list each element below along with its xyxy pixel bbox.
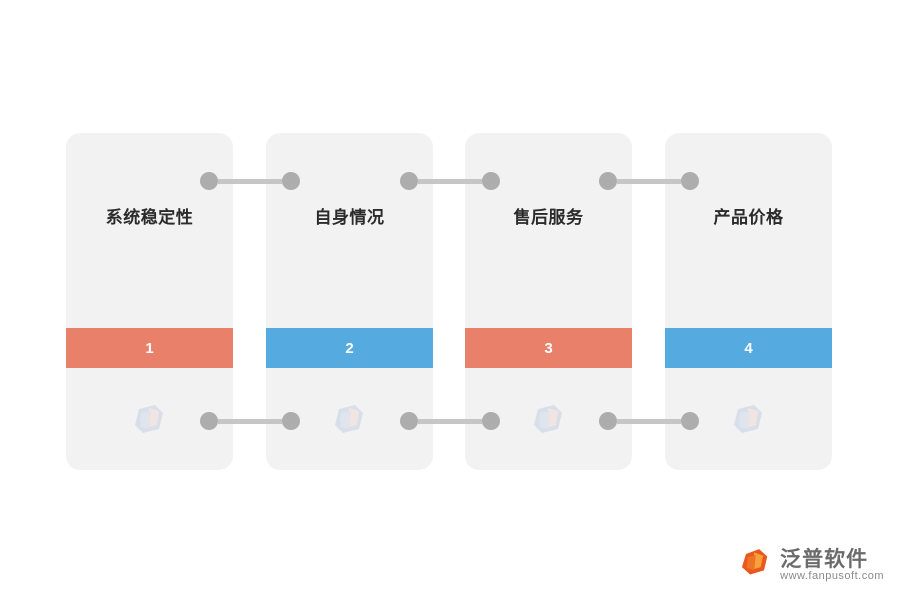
fanpu-logo-icon	[737, 545, 773, 586]
connector-top-3-4	[599, 171, 699, 191]
connector-bar	[418, 418, 482, 424]
connector-top-1-2	[200, 171, 300, 191]
connector-dot	[282, 412, 300, 430]
watermark-brand-cn: 泛普软件	[780, 547, 869, 571]
connector-dot	[482, 412, 500, 430]
step-number-band: 1	[66, 328, 233, 368]
step-number: 2	[345, 339, 354, 357]
fanpu-logo-icon	[329, 399, 371, 441]
fanpu-logo-icon	[528, 399, 570, 441]
step-number: 3	[544, 339, 553, 357]
step-title: 产品价格	[713, 208, 784, 227]
connector-bar	[418, 178, 482, 184]
connector-bar	[617, 178, 681, 184]
connector-dot	[599, 412, 617, 430]
connector-bar	[617, 418, 681, 424]
connector-dot	[200, 172, 218, 190]
watermark-brand-en: www.fanpusoft.com	[780, 569, 884, 582]
connector-bottom-3-4	[599, 411, 699, 431]
connector-dot	[681, 172, 699, 190]
connector-dot	[200, 412, 218, 430]
connector-bottom-2-3	[400, 411, 500, 431]
connector-bar	[218, 418, 282, 424]
step-number-band: 4	[665, 328, 832, 368]
step-number: 1	[145, 339, 154, 357]
step-title: 自身情况	[314, 208, 385, 227]
connector-dot	[400, 412, 418, 430]
step-number-band: 2	[266, 328, 433, 368]
step-title: 系统稳定性	[105, 208, 194, 227]
step-number: 4	[744, 339, 753, 357]
fanpu-logo-icon	[129, 399, 171, 441]
watermark: 泛普软件 www.fanpusoft.com	[737, 545, 884, 586]
connector-dot	[482, 172, 500, 190]
watermark-text: 泛普软件 www.fanpusoft.com	[780, 547, 884, 583]
connector-dot	[282, 172, 300, 190]
connector-dot	[681, 412, 699, 430]
connector-dot	[599, 172, 617, 190]
connector-bottom-1-2	[200, 411, 300, 431]
fanpu-logo-icon	[728, 399, 770, 441]
connector-dot	[400, 172, 418, 190]
step-title: 售后服务	[513, 208, 584, 227]
connector-top-2-3	[400, 171, 500, 191]
connector-bar	[218, 178, 282, 184]
step-number-band: 3	[465, 328, 632, 368]
